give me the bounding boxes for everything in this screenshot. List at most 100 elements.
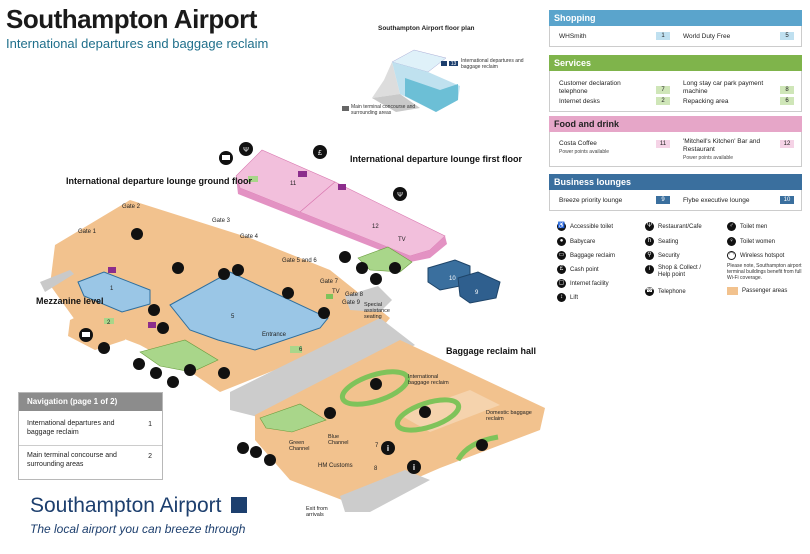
intl-carousel-1 <box>339 369 411 407</box>
legend-accessible-toilet: ♿Accessible toilet <box>557 222 614 231</box>
accessible-toilet-icon[interactable] <box>133 358 145 370</box>
service-item-declaration: Customer declaration telephone <box>559 80 621 95</box>
map-num-5: 5 <box>231 314 235 320</box>
service-badge-6: 6 <box>780 97 794 105</box>
lounge-9[interactable] <box>457 271 501 304</box>
label-gate-1: Gate 1 <box>78 229 97 235</box>
shop-area-1[interactable] <box>77 271 151 313</box>
internet-facility-icon[interactable] <box>219 151 233 165</box>
svg-text:£: £ <box>318 150 322 157</box>
telephone-icon[interactable] <box>237 442 249 454</box>
shop-area-5[interactable] <box>169 271 329 351</box>
toilet-men-icon[interactable] <box>356 262 368 274</box>
svg-text:i: i <box>387 444 389 453</box>
legend: ♿Accessible toilet ●Babycare ▭Baggage re… <box>557 222 802 332</box>
label-gate-2: Gate 2 <box>122 204 141 210</box>
label-exit-arrivals: Exit from arrivals <box>306 506 328 518</box>
food-item-costa-name: Costa Coffee <box>559 140 597 147</box>
babycare-icon[interactable] <box>131 228 143 240</box>
toilet-men-icon[interactable] <box>184 364 196 376</box>
label-green-channel: Green Channel <box>289 440 310 452</box>
svg-text:Ψ: Ψ <box>243 147 249 154</box>
seating-icon[interactable] <box>318 307 330 319</box>
brand-logo: Southampton Airport <box>30 494 248 518</box>
security-icon: ⚲ <box>645 251 654 260</box>
food-item-mitchells: 'Mitchell's Kitchen' Bar and Restaurant … <box>683 138 773 162</box>
lift-icon[interactable] <box>218 367 230 379</box>
label-gate-9: Gate 9 <box>342 300 361 306</box>
lift-icon[interactable] <box>370 273 382 285</box>
shop-item-whsmith: WHSmith <box>559 33 587 40</box>
lounges-header: Business lounges <box>549 174 802 190</box>
shop-badge-1: 1 <box>656 32 670 40</box>
security-icon[interactable] <box>148 304 160 316</box>
floor-plan-label-main: Main terminal concourse and surrounding … <box>351 104 416 116</box>
floor-plan-title: Southampton Airport floor plan <box>378 25 475 32</box>
help-point-icon[interactable]: i <box>407 460 421 474</box>
svg-text:Ψ: Ψ <box>397 192 403 199</box>
food-item-mitchells-note: Power points available <box>683 155 734 161</box>
accessible-toilet-icon[interactable] <box>339 251 351 263</box>
food-item-costa-note: Power points available <box>559 149 610 155</box>
legend-baggage-reclaim: ▭Baggage reclaim <box>557 251 616 260</box>
toilet-women-icon[interactable] <box>389 262 401 274</box>
shop-item-duty-free: World Duty Free <box>683 33 731 40</box>
legend-passenger-areas: Passenger areas <box>727 287 787 295</box>
label-intl-reclaim: International baggage reclaim <box>408 374 449 386</box>
restaurant-icon[interactable]: Ψ <box>393 187 407 201</box>
legend-cash-point: £Cash point <box>557 265 599 274</box>
toilet-women-icon[interactable] <box>218 268 230 280</box>
nav-row-1-num: 1 <box>148 421 152 428</box>
lounge-badge-9: 9 <box>656 196 670 204</box>
legend-wifi-note: Please note, Southampton airport termina… <box>727 263 802 281</box>
toilet-women-icon[interactable] <box>264 454 276 466</box>
shopping-panel: Shopping WHSmith 1 World Duty Free 5 <box>549 10 802 47</box>
cash-point-icon[interactable]: £ <box>313 145 327 159</box>
telephone-icon[interactable] <box>324 407 336 419</box>
baggage-reclaim-icon[interactable] <box>419 406 431 418</box>
baggage-reclaim-icon[interactable] <box>476 439 488 451</box>
telephone-icon[interactable] <box>157 322 169 334</box>
nav-row-2-num: 2 <box>148 453 152 460</box>
label-lounge-first: International departure lounge first flo… <box>350 154 523 164</box>
label-tv-2: TV <box>398 237 406 243</box>
service-badge-7: 7 <box>656 86 670 94</box>
seating-icon: h <box>645 237 654 246</box>
nav-row-1[interactable]: International departures and baggage rec… <box>19 415 162 446</box>
seating-icon[interactable] <box>282 287 294 299</box>
cash-point-icon: £ <box>557 265 566 274</box>
food-item-costa: Costa Coffee Power points available <box>559 140 609 156</box>
babycare-icon[interactable] <box>98 342 110 354</box>
restaurant-icon[interactable]: Ψ <box>239 142 253 156</box>
toilet-women-icon[interactable] <box>167 376 179 388</box>
lounge-badge-10: 10 <box>780 196 794 204</box>
intl-carousel-2 <box>394 397 462 433</box>
customs-area <box>259 403 327 433</box>
service-item-repacking: Repacking area <box>683 98 729 105</box>
seating-icon[interactable] <box>172 262 184 274</box>
label-special-assistance: Special assistance seating <box>364 302 390 320</box>
page-title: Southampton Airport <box>6 4 257 34</box>
nav-row-2[interactable]: Main terminal concourse and surrounding … <box>19 447 162 477</box>
help-point-icon[interactable]: i <box>381 441 395 455</box>
label-entrance: Entrance <box>262 332 287 338</box>
baggage-reclaim-icon[interactable] <box>370 378 382 390</box>
toilet-men-icon[interactable] <box>232 264 244 276</box>
legend-security: ⚲Security <box>645 251 680 260</box>
internet-facility-icon[interactable] <box>79 328 93 342</box>
map-num-10: 10 <box>449 276 456 282</box>
legend-internet: ▢Internet facility <box>557 279 609 288</box>
service-item-internet: Internet desks <box>559 98 600 105</box>
telephone-icon: ☎ <box>645 287 654 296</box>
mini-floor-plan[interactable]: 13 <box>342 49 460 112</box>
security-area <box>139 339 219 373</box>
toilet-men-icon[interactable] <box>150 367 162 379</box>
toilet-men-icon[interactable] <box>250 446 262 458</box>
legend-lift: ↕Lift <box>557 293 578 302</box>
map-num-11: 11 <box>290 181 297 187</box>
shop-badge-5: 5 <box>780 32 794 40</box>
map-num-1: 1 <box>110 286 114 292</box>
label-gate-5-6: Gate 5 and 6 <box>282 258 317 264</box>
map-num-12: 12 <box>372 224 379 230</box>
